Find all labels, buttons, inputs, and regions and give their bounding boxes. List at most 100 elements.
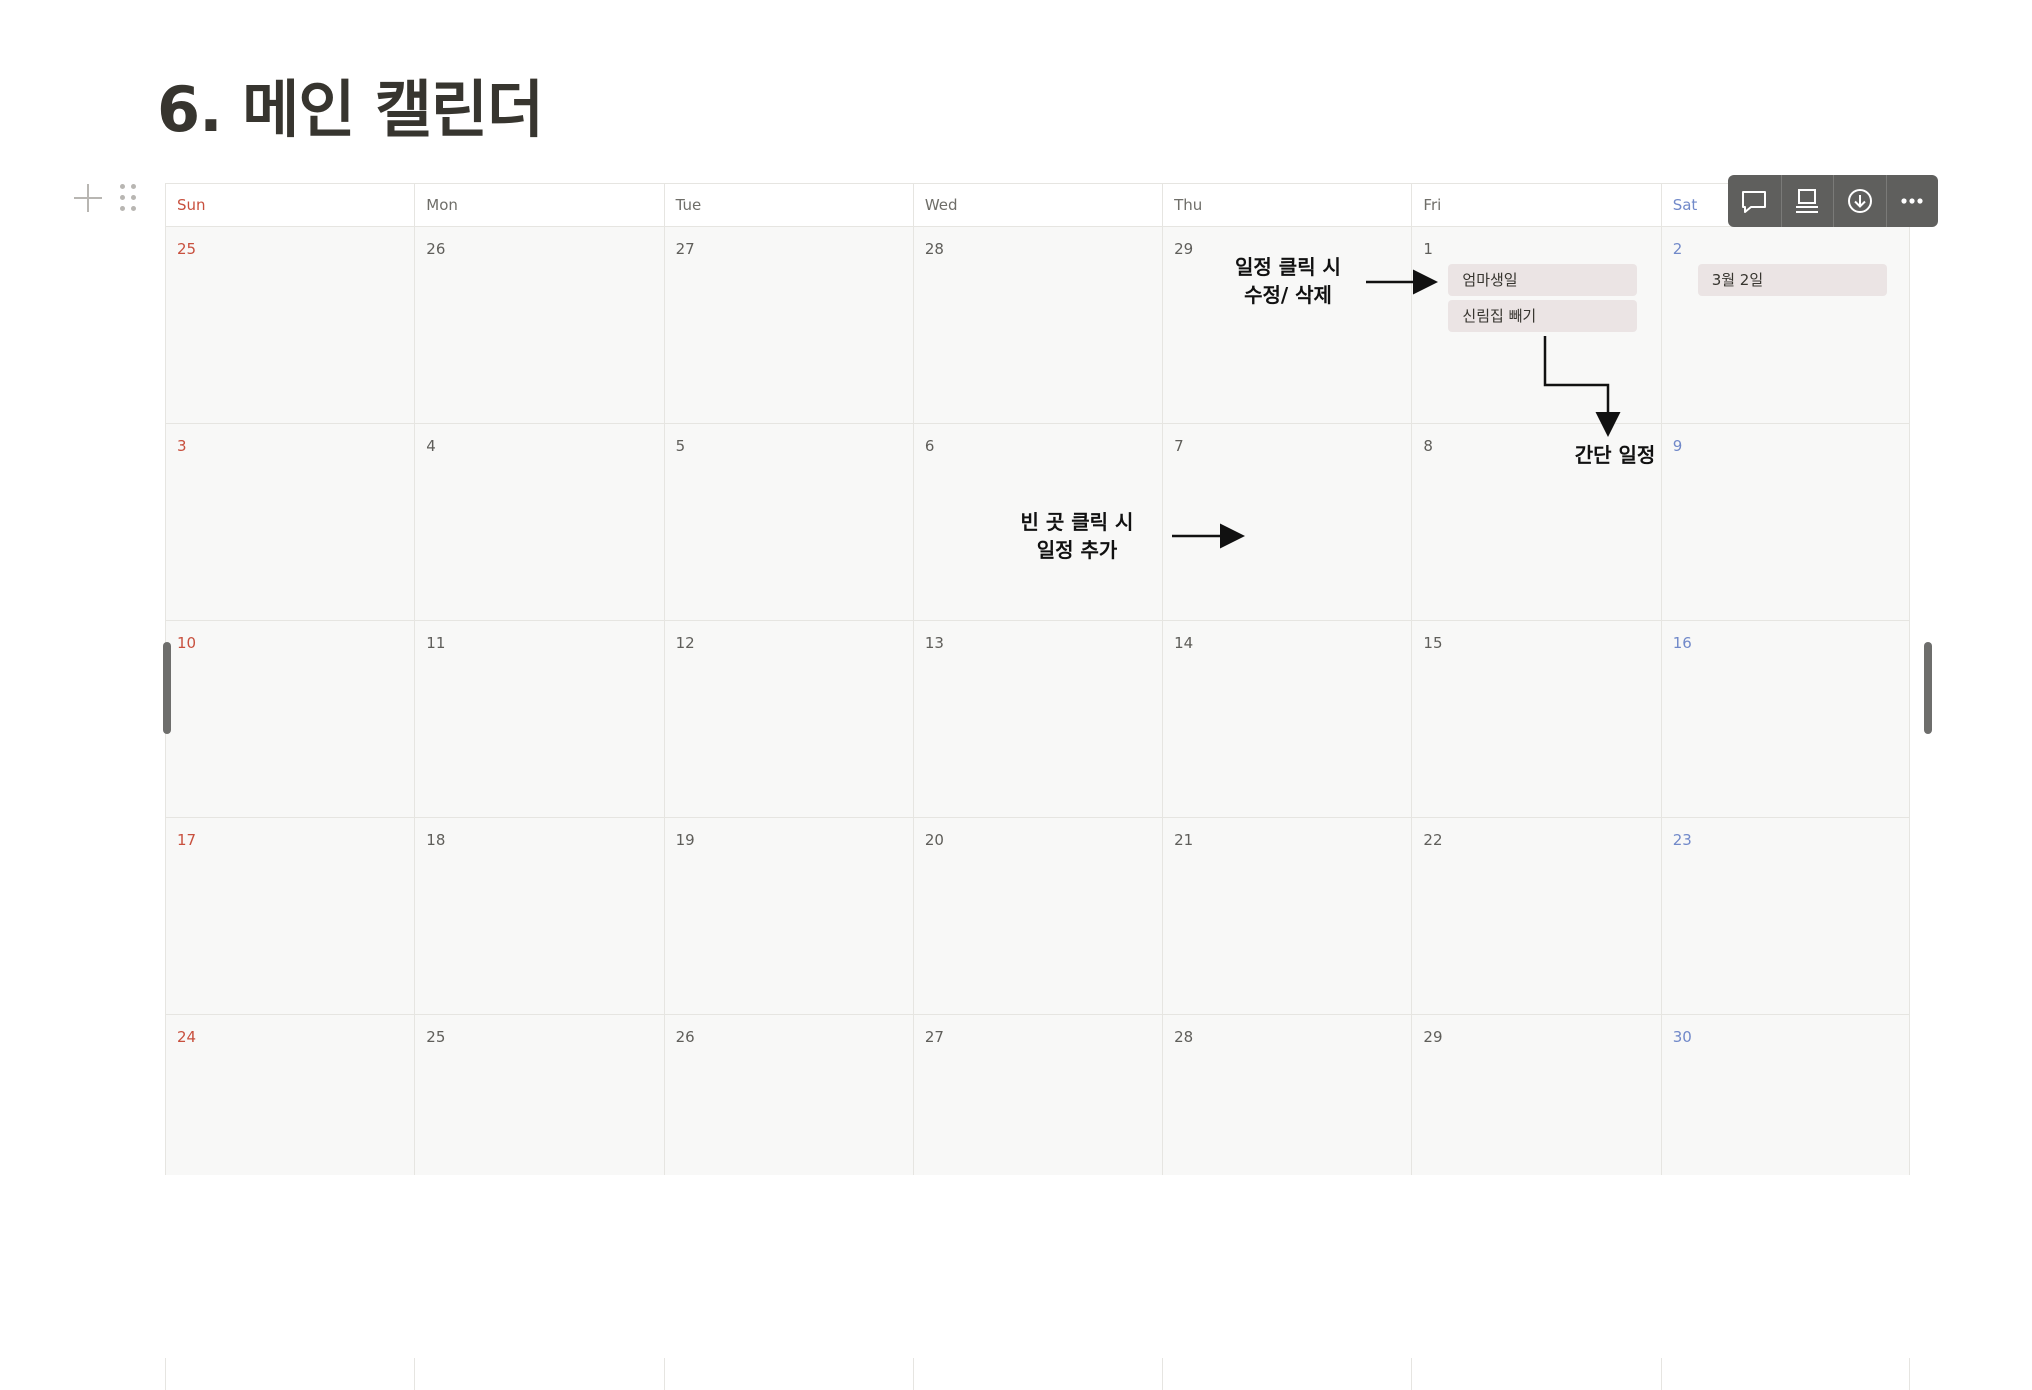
right-resize-handle[interactable] <box>1924 642 1932 734</box>
weekday-thu: Thu <box>1162 184 1411 226</box>
day-cell[interactable]: 8 <box>1411 424 1661 620</box>
day-cell[interactable]: 6 <box>912 424 1163 620</box>
event-chip[interactable]: 신림집 빼기 <box>1448 300 1638 332</box>
day-number: 30 <box>1672 1028 1692 1046</box>
drag-handle-icon[interactable] <box>120 182 140 214</box>
annotation-line: 일정 클릭 시 <box>1235 255 1341 279</box>
day-number: 29 <box>1423 1028 1443 1046</box>
annotation-arrows <box>1172 269 1621 549</box>
day-cell[interactable]: 9 <box>1660 424 1910 620</box>
day-number: 11 <box>426 634 446 652</box>
block-handle[interactable] <box>70 180 150 216</box>
day-number: 23 <box>1672 831 1692 849</box>
day-cell[interactable]: 27 <box>912 1015 1163 1175</box>
day-number: 13 <box>924 634 944 652</box>
day-number: 26 <box>675 1028 695 1046</box>
weekday-tue: Tue <box>663 184 913 226</box>
event-chip[interactable]: 3월 2일 <box>1697 264 1887 296</box>
day-cell[interactable]: 26 <box>414 227 664 423</box>
block-toolbar <box>1728 175 1938 227</box>
day-cell[interactable]: 27 <box>663 227 913 423</box>
day-number: 26 <box>426 240 446 258</box>
day-cell[interactable]: 25 <box>414 1015 664 1175</box>
annotation-add-event: 빈 곳 클릭 시 일정 추가 <box>1012 508 1142 564</box>
weekday-fri: Fri <box>1411 184 1660 226</box>
day-cell[interactable]: 1 엄마생일 신림집 빼기 <box>1411 227 1661 423</box>
day-number: 29 <box>1174 240 1194 258</box>
day-cell[interactable]: 15 <box>1411 621 1661 817</box>
day-number: 14 <box>1174 634 1194 652</box>
day-number: 28 <box>1174 1028 1194 1046</box>
month-calendar: Sun Mon Tue Wed Thu Fri Sat 25 26 27 28 … <box>165 183 1910 1390</box>
day-number: 15 <box>1423 634 1443 652</box>
day-cell[interactable]: 3 <box>165 424 415 620</box>
day-cell[interactable]: 30 <box>1660 1015 1910 1175</box>
day-cell[interactable]: 23 <box>1660 818 1910 1014</box>
day-number: 8 <box>1423 437 1433 455</box>
arrow-to-simple-event <box>1543 336 1621 437</box>
day-cell[interactable]: 7 <box>1162 424 1412 620</box>
day-cell[interactable]: 25 <box>165 227 415 423</box>
download-icon <box>1847 189 1872 213</box>
day-number: 25 <box>177 240 197 258</box>
day-number: 24 <box>177 1028 197 1046</box>
day-number: 21 <box>1174 831 1194 849</box>
day-number: 25 <box>426 1028 446 1046</box>
day-number: 9 <box>1672 437 1683 455</box>
weekday-mon: Mon <box>414 184 663 226</box>
day-number: 27 <box>675 240 695 258</box>
day-cell[interactable]: 26 <box>663 1015 913 1175</box>
day-cell[interactable]: 13 <box>912 621 1163 817</box>
download-button[interactable] <box>1833 175 1886 227</box>
day-number: 5 <box>675 437 686 455</box>
day-cell[interactable]: 12 <box>663 621 913 817</box>
day-cell[interactable]: 17 <box>165 818 415 1014</box>
day-number: 6 <box>924 437 935 455</box>
add-block-icon[interactable] <box>70 180 106 216</box>
day-cell[interactable]: 10 <box>165 621 415 817</box>
comment-button[interactable] <box>1728 175 1781 227</box>
day-number: 10 <box>177 634 197 652</box>
day-number: 28 <box>924 240 944 258</box>
day-cell[interactable]: 28 <box>1162 1015 1412 1175</box>
day-number: 2 <box>1672 240 1683 258</box>
weekday-header: Sun Mon Tue Wed Thu Fri Sat <box>165 184 1910 227</box>
day-cell[interactable]: 22 <box>1411 818 1661 1014</box>
more-button[interactable] <box>1885 175 1939 227</box>
more-icon <box>1901 198 1923 204</box>
day-cell[interactable]: 29 <box>1162 227 1412 423</box>
day-number: 18 <box>426 831 446 849</box>
day-cell[interactable]: 18 <box>414 818 664 1014</box>
day-cell[interactable]: 21 <box>1162 818 1412 1014</box>
day-cell[interactable]: 11 <box>414 621 664 817</box>
week-row: 10 11 12 13 14 15 16 <box>165 621 1910 818</box>
day-cell[interactable]: 20 <box>912 818 1163 1014</box>
event-chip[interactable]: 엄마생일 <box>1448 264 1638 296</box>
day-cell[interactable]: 4 <box>414 424 664 620</box>
day-cell[interactable]: 2 3월 2일 <box>1660 227 1910 423</box>
annotation-line: 빈 곳 클릭 시 <box>1020 510 1134 534</box>
day-number: 3 <box>177 437 187 455</box>
day-cell[interactable]: 16 <box>1660 621 1910 817</box>
next-week-peek <box>165 1358 1910 1390</box>
day-number: 19 <box>675 831 695 849</box>
weekday-sun: Sun <box>165 184 414 226</box>
day-cell[interactable]: 14 <box>1162 621 1412 817</box>
day-number: 7 <box>1174 437 1184 455</box>
layout-icon <box>1796 189 1819 213</box>
day-cell[interactable]: 19 <box>663 818 913 1014</box>
day-number: 20 <box>924 831 944 849</box>
day-number: 1 <box>1423 240 1433 258</box>
layout-button[interactable] <box>1780 175 1834 227</box>
day-cell[interactable]: 24 <box>165 1015 415 1175</box>
week-row: 3 4 5 6 7 8 9 <box>165 424 1910 621</box>
day-cell[interactable]: 28 <box>912 227 1163 423</box>
day-cell[interactable]: 5 <box>663 424 913 620</box>
left-resize-handle[interactable] <box>163 642 171 734</box>
day-number: 22 <box>1423 831 1443 849</box>
day-cell[interactable]: 29 <box>1411 1015 1661 1175</box>
annotation-line: 일정 추가 <box>1036 538 1118 562</box>
comment-icon <box>1742 191 1767 213</box>
day-number: 4 <box>426 437 436 455</box>
week-row: 17 18 19 20 21 22 23 <box>165 818 1910 1015</box>
